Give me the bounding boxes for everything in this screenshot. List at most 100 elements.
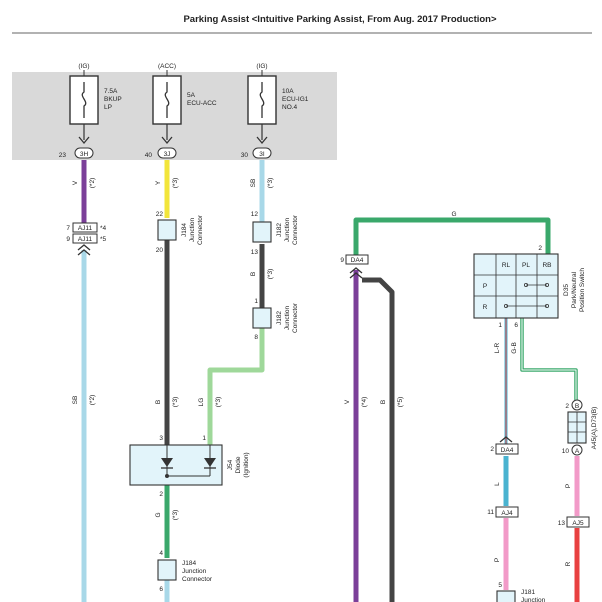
svg-text:J184: J184 [181, 223, 188, 237]
svg-text:PL: PL [522, 262, 530, 269]
svg-text:G: G [451, 211, 456, 218]
svg-text:(*4): (*4) [361, 397, 368, 407]
svg-text:ECU-IG1: ECU-IG1 [282, 96, 309, 103]
svg-text:DA4: DA4 [501, 447, 514, 454]
svg-text:AJ11: AJ11 [78, 225, 93, 232]
wire-b-right [362, 277, 395, 602]
svg-text:(*3): (*3) [267, 178, 274, 188]
svg-text:SB: SB [250, 179, 257, 188]
fuse-ecu-acc: (ACC) 5A ECU-ACC 40 3J [145, 63, 217, 159]
svg-text:(*2): (*2) [89, 395, 96, 405]
connector-a45-d73: 2 B 10 A A45(A),D73(B) [562, 399, 598, 456]
svg-text:40: 40 [145, 152, 153, 159]
connector-j181: 5 J181 Junction [496, 582, 546, 602]
connector-da4-left: 9 DA4 [340, 254, 369, 279]
svg-text:2: 2 [538, 245, 542, 252]
svg-text:3: 3 [159, 435, 163, 442]
svg-text:Junction: Junction [284, 306, 291, 331]
svg-text:5A: 5A [187, 92, 196, 99]
svg-text:SB: SB [72, 396, 79, 405]
svg-text:Connector: Connector [182, 576, 213, 583]
svg-text:J54: J54 [227, 459, 234, 470]
page-title: Parking Assist <Intuitive Parking Assist… [183, 14, 497, 25]
svg-text:B: B [155, 400, 162, 404]
svg-text:R: R [483, 304, 488, 311]
svg-text:(Ignition): (Ignition) [243, 452, 250, 477]
svg-text:L: L [494, 482, 501, 486]
svg-text:12: 12 [251, 211, 259, 218]
svg-text:3J: 3J [164, 151, 171, 158]
svg-text:Position Switch: Position Switch [579, 268, 586, 312]
svg-text:B: B [575, 403, 579, 410]
wire-gb [520, 318, 578, 400]
svg-text:B: B [250, 272, 257, 276]
svg-text:10A: 10A [282, 88, 294, 95]
connector-aj11: 7 AJ11 *4 9 AJ11 *5 [66, 222, 107, 256]
svg-text:30: 30 [241, 152, 249, 159]
wire-gb-stripe [521, 318, 577, 400]
svg-text:(IG): (IG) [256, 63, 267, 70]
svg-text:(*3): (*3) [215, 397, 222, 407]
svg-text:(ACC): (ACC) [158, 63, 176, 70]
svg-text:AJ4: AJ4 [501, 510, 513, 517]
svg-text:(*3): (*3) [172, 510, 179, 520]
svg-text:7: 7 [66, 225, 70, 232]
svg-text:2: 2 [490, 446, 494, 453]
svg-text:4: 4 [159, 550, 163, 557]
svg-text:6: 6 [159, 586, 163, 593]
svg-text:2: 2 [565, 403, 569, 410]
svg-text:L-R: L-R [494, 342, 501, 353]
svg-text:13: 13 [251, 249, 259, 256]
svg-text:(*3): (*3) [267, 269, 274, 279]
connector-aj5: 13 AJ5 [558, 516, 590, 528]
svg-text:J181: J181 [521, 589, 535, 596]
svg-text:13: 13 [558, 520, 566, 527]
svg-text:20: 20 [156, 247, 164, 254]
svg-text:(*5): (*5) [397, 397, 404, 407]
wire-g-top [353, 217, 551, 262]
svg-text:Connector: Connector [197, 214, 204, 245]
svg-text:J182: J182 [276, 311, 283, 325]
svg-text:P: P [565, 484, 572, 488]
svg-text:Connector: Connector [292, 302, 299, 333]
fuse-bkup-lp: (IG) 7.5A BKUP LP 23 3H [59, 63, 122, 159]
connector-j184-upper: 22 20 J184 Junction Connector [156, 211, 204, 254]
svg-text:(IG): (IG) [78, 63, 89, 70]
svg-text:Y: Y [155, 180, 162, 185]
svg-text:ECU-ACC: ECU-ACC [187, 100, 217, 107]
svg-text:AJ11: AJ11 [78, 236, 93, 243]
svg-text:P: P [483, 283, 487, 290]
svg-text:Junction: Junction [189, 218, 196, 243]
svg-text:5: 5 [498, 582, 502, 589]
connector-j182-upper: 12 13 J182 Junction Connector [251, 211, 299, 256]
svg-text:(*2): (*2) [89, 178, 96, 188]
svg-text:BKUP: BKUP [104, 96, 122, 103]
svg-text:Connector: Connector [292, 214, 299, 245]
svg-text:(*3): (*3) [172, 178, 179, 188]
svg-text:G: G [155, 512, 162, 517]
svg-text:Junction: Junction [182, 568, 207, 575]
svg-text:NO.4: NO.4 [282, 104, 298, 111]
svg-text:Park/Neutral: Park/Neutral [571, 271, 578, 308]
connector-j184-lower: 4 6 J184 Junction Connector [157, 550, 213, 593]
svg-text:P: P [494, 558, 501, 562]
svg-text:2: 2 [159, 491, 163, 498]
connector-j182-lower: 1 8 J182 Junction Connector [252, 298, 299, 341]
svg-text:3I: 3I [259, 151, 265, 158]
svg-text:8: 8 [254, 334, 258, 341]
svg-text:D35: D35 [563, 284, 570, 296]
svg-text:(*3): (*3) [172, 397, 179, 407]
svg-text:9: 9 [340, 257, 344, 264]
svg-text:Diode: Diode [235, 456, 242, 473]
connector-da4-right: 2 DA4 [490, 436, 519, 455]
connector-aj4: 11 AJ4 [487, 506, 519, 518]
svg-text:RL: RL [502, 262, 511, 269]
svg-text:9: 9 [66, 236, 70, 243]
park-neutral-switch-d35: 2 RL PL RB P R 1 6 D35 Park/Neutral Posi… [473, 245, 586, 329]
svg-text:A: A [575, 448, 580, 455]
diode-j54: 3 1 2 J54 Diode (Ignition) [129, 435, 250, 498]
svg-text:6: 6 [514, 322, 518, 329]
wire-lg [207, 328, 265, 448]
svg-text:Junction: Junction [284, 218, 291, 243]
